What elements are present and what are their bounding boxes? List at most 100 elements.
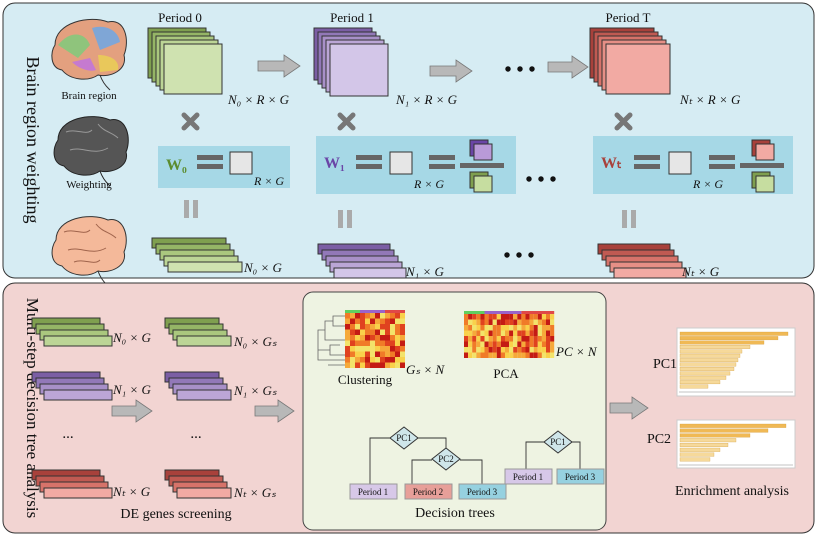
heatmap-cell [492, 330, 497, 336]
heatmap-cell [390, 318, 395, 324]
heatmap-cell [360, 351, 365, 357]
enrichment-bar [679, 447, 721, 452]
heatmap-cell [360, 362, 365, 368]
heatmap-cell [513, 341, 518, 347]
enrichment-bar [679, 423, 787, 428]
enrichment-bar [679, 443, 729, 447]
heatmap-cell [546, 352, 551, 358]
heatmap-cell [529, 314, 534, 320]
heatmap-cell [513, 319, 518, 325]
heatmap-cell [484, 314, 489, 320]
heatmap-cell [488, 325, 493, 331]
enrichment-bar [679, 384, 709, 389]
heatmap-cell [360, 340, 365, 346]
pca-label: PCA [493, 366, 519, 381]
heatmap-cell [370, 335, 375, 341]
tree-2-leaf-period3 [556, 468, 605, 485]
heatmap-cell [355, 346, 360, 352]
heatmap-cell [525, 319, 530, 325]
tree-1-leaf-period1-label: Period 1 [358, 487, 388, 497]
enrichment-bar [679, 340, 765, 345]
heatmap-cell [480, 319, 485, 325]
heatmap-cell [484, 319, 489, 325]
heatmap-cell [350, 346, 355, 352]
heatmap-cell [529, 330, 534, 336]
heatmap-cell [395, 318, 400, 324]
weighting-brain-icon [53, 116, 129, 187]
heatmap-cell [464, 314, 469, 320]
heatmap-cell [529, 352, 534, 358]
pc1-label: PC1 [653, 357, 677, 372]
tree-1-node-pc2-label: PC2 [438, 454, 454, 464]
bottom-left-dims-1: N₁ × G [112, 382, 151, 397]
heatmap-cell [517, 336, 522, 342]
bottom-stack-1 [31, 371, 113, 401]
heatmap-cell [355, 313, 360, 319]
tree-1-leaf-period3-label: Period 3 [467, 487, 498, 497]
bottom-left-dims-t: Nₜ × G [112, 484, 151, 499]
tree-1-leaf-period2 [404, 483, 453, 500]
tree-1-node-pc1-label: PC1 [396, 433, 412, 443]
heatmap-cell [513, 347, 518, 353]
heatmap-cell [529, 347, 534, 353]
tree-1-node-pc2 [431, 447, 461, 471]
weight-1-symbol: W₁ [324, 155, 345, 172]
heatmap-cell [484, 330, 489, 336]
heatmap-cell [400, 340, 405, 346]
heatmap-cell [476, 319, 481, 325]
pca-heatmap [464, 311, 555, 358]
heatmap-cell [400, 313, 405, 319]
heatmap-cell [350, 324, 355, 330]
top-side-label: Brain region weighting [23, 57, 43, 224]
period-0-label: Period 0 [158, 10, 202, 25]
heatmap-cell [355, 351, 360, 357]
heatmap-cell [380, 313, 385, 319]
heatmap-cell [355, 340, 360, 346]
heatmap-cell [400, 362, 405, 368]
heatmap-cell [521, 347, 526, 353]
heatmap-cell [476, 325, 481, 331]
heatmap-cell [350, 329, 355, 335]
heatmap-cell [355, 318, 360, 324]
heatmap-cell [395, 313, 400, 319]
heatmap-cell [500, 336, 505, 342]
weight-t-symbol: Wₜ [601, 155, 622, 172]
heatmap-cell [492, 314, 497, 320]
heatmap-cell [400, 346, 405, 352]
heatmap-cell [365, 335, 370, 341]
heatmap-cell [513, 352, 518, 358]
tensor-0-dims: N₀ × R × G [227, 92, 290, 107]
heatmap-cell [509, 341, 514, 347]
bottom-left-dots: ... [62, 426, 73, 442]
heatmap-cell [345, 362, 350, 368]
heatmap-cell [370, 324, 375, 330]
heatmap-cell [496, 330, 501, 336]
heatmap-cell [375, 335, 380, 341]
heatmap-cell [488, 330, 493, 336]
heatmap-cell [375, 329, 380, 335]
pc2-label: PC2 [647, 432, 671, 447]
weight-t-dims: R × G [692, 177, 723, 191]
heatmap-cell [533, 347, 538, 353]
heatmap-cell [537, 319, 542, 325]
heatmap-cell [464, 347, 469, 353]
heatmap-cell [513, 336, 518, 342]
top-ellipsis-3: • • • [503, 245, 534, 267]
top-ellipsis-2: • • • [525, 169, 556, 191]
heatmap-cell [541, 330, 546, 336]
heatmap-cell [525, 325, 530, 331]
enrichment-chart-pc2 [676, 419, 796, 469]
heatmap-cell [525, 314, 530, 320]
weight-0-symbol: W₀ [166, 157, 187, 174]
heatmap-cell [365, 357, 370, 363]
heatmap-cell [468, 336, 473, 342]
enrichment-bar [679, 375, 727, 380]
heatmap-cell [529, 319, 534, 325]
tree-2-node-pc1 [543, 430, 573, 454]
heatmap-cell [546, 314, 551, 320]
heatmap-cell [365, 351, 370, 357]
heatmap-cell [390, 357, 395, 363]
heatmap-cell [480, 325, 485, 331]
tensor-t-dims: Nₜ × R × G [679, 92, 741, 107]
heatmap-cell [385, 362, 390, 368]
